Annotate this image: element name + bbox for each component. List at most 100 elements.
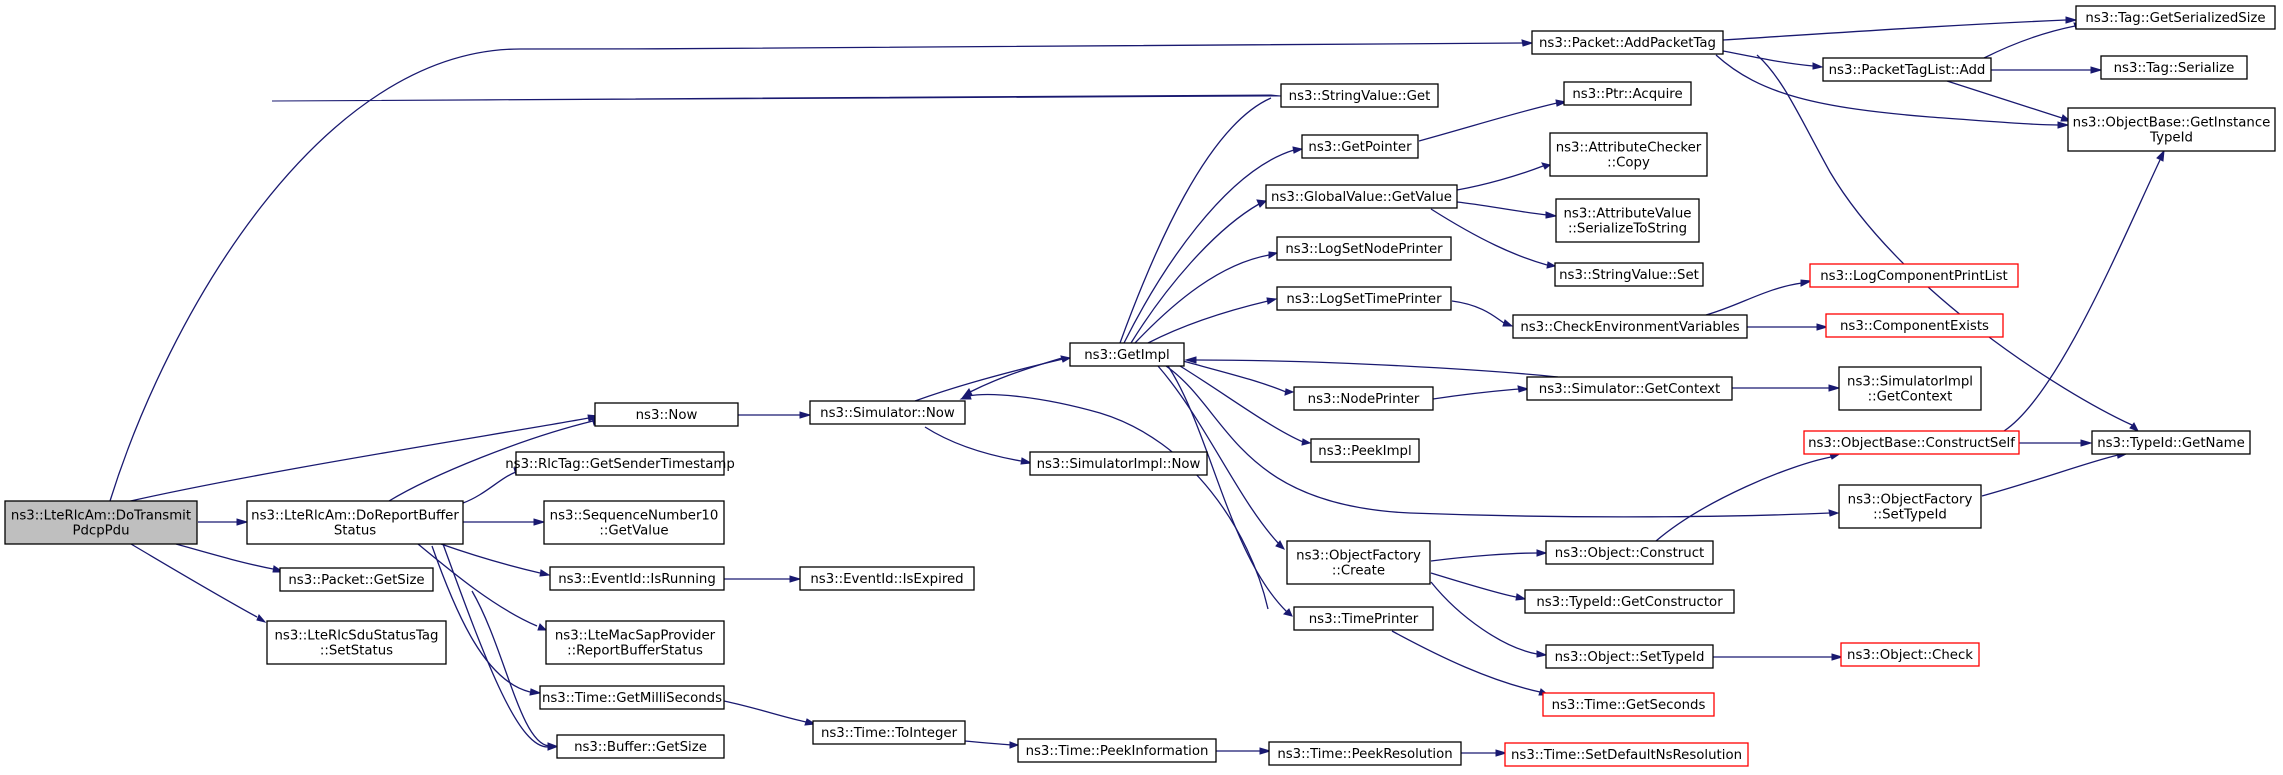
node-label: ns3::GetPointer — [1308, 140, 1412, 155]
edge-line — [125, 417, 590, 503]
node-strset[interactable]: ns3::StringValue::Set — [1554, 262, 1704, 287]
node-label: ns3::LteRlcAm::DoReportBuffer — [251, 509, 459, 524]
node-addpkttag[interactable]: ns3::Packet::AddPacketTag — [1531, 30, 1724, 55]
node-tointeger[interactable]: ns3::Time::ToInteger — [812, 720, 966, 745]
node-rlctag[interactable]: ns3::RlcTag::GetSenderTimestamp — [505, 451, 735, 476]
node-getptr[interactable]: ns3::GetPointer — [1301, 134, 1419, 159]
edge-objsettid-to-objcheck — [1713, 653, 1844, 661]
node-tidctor[interactable]: ns3::TypeId::GetConstructor — [1524, 589, 1735, 614]
node-objconstruct[interactable]: ns3::Object::Construct — [1545, 540, 1714, 565]
edge-line — [462, 471, 517, 504]
edge-line — [1430, 552, 1538, 562]
node-peekimpl[interactable]: ns3::PeekImpl — [1310, 438, 1420, 463]
edge-getimpl-to-strget — [271, 94, 1282, 344]
node-label: ns3::LogComponentPrintList — [1820, 269, 2008, 284]
edge-addpkttag-to-pkttaglist — [1722, 50, 1824, 70]
edge-peekinfo-to-peekres — [1216, 747, 1272, 755]
node-box — [556, 734, 725, 759]
node-logcomp[interactable]: ns3::LogComponentPrintList — [1809, 263, 2019, 288]
node-peekinfo[interactable]: ns3::Time::PeekInformation — [1017, 738, 1217, 763]
node-label: ns3::Packet::GetSize — [288, 573, 424, 588]
edge-arrowhead — [1495, 749, 1508, 757]
node-label: ns3::LogSetNodePrinter — [1285, 242, 1443, 257]
node-objsettid[interactable]: ns3::Object::SetTypeId — [1545, 644, 1714, 669]
edge-arrowhead — [959, 392, 972, 400]
node-peekres[interactable]: ns3::Time::PeekResolution — [1268, 741, 1462, 766]
edge-arrowhead — [1266, 297, 1278, 305]
edge-arrowhead — [2057, 121, 2070, 129]
node-label: ns3::Simulator::Now — [820, 406, 955, 421]
node-tidgetname[interactable]: ns3::TypeId::GetName — [2091, 430, 2251, 455]
node-simimplnow[interactable]: ns3::SimulatorImpl::Now — [1029, 451, 1208, 476]
edge-line — [130, 543, 258, 618]
node-pkttaglist[interactable]: ns3::PacketTagList::Add — [1822, 57, 1992, 82]
edge-getimpl-to-nodeprinter — [1182, 360, 1295, 396]
node-label: ns3::EventId::IsRunning — [558, 572, 716, 587]
edge-gvget-to-aval — [1456, 201, 1558, 219]
node-bufsize[interactable]: ns3::Buffer::GetSize — [556, 734, 725, 759]
edge-line — [431, 545, 531, 693]
node-sdustatus[interactable]: ns3::LteRlcSduStatusTag::SetStatus — [266, 620, 447, 665]
node-simnow[interactable]: ns3::Simulator::Now — [809, 400, 966, 425]
node-simimplctx[interactable]: ns3::SimulatorImpl::GetContext — [1838, 366, 1982, 411]
edge-line — [1123, 149, 1295, 344]
node-box — [1286, 540, 1431, 585]
node-taggetser[interactable]: ns3::Tag::GetSerializedSize — [2075, 5, 2276, 30]
node-label: ns3::NodePrinter — [1308, 392, 1420, 407]
node-label: ns3::GlobalValue::GetValue — [1271, 190, 1452, 205]
edge-arrowhead — [1546, 261, 1557, 269]
node-constructself[interactable]: ns3::ObjectBase::ConstructSelf — [1803, 430, 2020, 455]
node-evexpired[interactable]: ns3::EventId::IsExpired — [799, 566, 975, 591]
node-objcheck[interactable]: ns3::Object::Check — [1840, 642, 1980, 667]
node-lognode[interactable]: ns3::LogSetNodePrinter — [1276, 236, 1452, 261]
node-label: ns3::ObjectBase::GetInstance — [2073, 116, 2271, 131]
node-ptracq[interactable]: ns3::Ptr::Acquire — [1563, 81, 1692, 106]
node-macsap[interactable]: ns3::LteMacSapProvider::ReportBufferStat… — [545, 620, 725, 665]
node-label: ns3::Object::SetTypeId — [1555, 650, 1705, 665]
node-simctx[interactable]: ns3::Simulator::GetContext — [1526, 376, 1733, 401]
node-checkenv[interactable]: ns3::CheckEnvironmentVariables — [1512, 314, 1748, 339]
node-nodeprinter[interactable]: ns3::NodePrinter — [1293, 386, 1434, 411]
node-logtime[interactable]: ns3::LogSetTimePrinter — [1276, 286, 1452, 311]
edge-arrowhead — [1831, 653, 1844, 661]
edge-arrowhead — [1502, 319, 1514, 327]
node-label: ns3::LteMacSapProvider — [555, 629, 716, 644]
node-box — [543, 500, 725, 545]
node-setdefres[interactable]: ns3::Time::SetDefaultNsResolution — [1504, 742, 1749, 767]
node-box — [1069, 342, 1185, 367]
node-timeprinter[interactable]: ns3::TimePrinter — [1293, 606, 1434, 631]
edge-report-to-macsap — [417, 543, 548, 631]
node-box — [1276, 236, 1452, 261]
node-label: ::Create — [1332, 564, 1385, 579]
node-objfcreate[interactable]: ns3::ObjectFactory::Create — [1286, 540, 1431, 585]
edge-line — [1981, 454, 2119, 497]
node-getimpl[interactable]: ns3::GetImpl — [1069, 342, 1185, 367]
node-box — [1268, 741, 1462, 766]
edge-arrowhead — [1020, 457, 1033, 465]
node-label: ::GetContext — [1868, 390, 1953, 405]
node-box — [1555, 198, 1700, 243]
node-acheck[interactable]: ns3::AttributeChecker::Copy — [1549, 132, 1708, 177]
node-evrunning[interactable]: ns3::EventId::IsRunning — [549, 566, 725, 591]
node-label: ns3::ObjectFactory — [1848, 493, 1973, 508]
node-getseconds[interactable]: ns3::Time::GetSeconds — [1542, 692, 1715, 717]
node-tagser[interactable]: ns3::Tag::Serialize — [2100, 55, 2248, 80]
node-box — [809, 400, 966, 425]
node-getms[interactable]: ns3::Time::GetMilliSeconds — [539, 685, 725, 710]
node-objfsettid[interactable]: ns3::ObjectFactory::SetTypeId — [1838, 484, 1982, 529]
edge-checkenv-to-logcomp — [1705, 279, 1813, 316]
node-label: TypeId — [2149, 131, 2193, 146]
node-seqnum[interactable]: ns3::SequenceNumber10::GetValue — [543, 500, 725, 545]
node-pktgetsize[interactable]: ns3::Packet::GetSize — [279, 567, 434, 592]
node-now[interactable]: ns3::Now — [594, 402, 739, 427]
node-aval[interactable]: ns3::AttributeValue::SerializeToString — [1555, 198, 1700, 243]
node-compexists[interactable]: ns3::ComponentExists — [1825, 313, 2004, 338]
node-label: ns3::ComponentExists — [1840, 319, 1989, 334]
edge-getimpl-to-objfcreate — [1157, 365, 1286, 550]
node-strget[interactable]: ns3::StringValue::Get — [1280, 83, 1439, 108]
node-gvget[interactable]: ns3::GlobalValue::GetValue — [1265, 184, 1458, 209]
edge-arrowhead — [1800, 279, 1813, 287]
